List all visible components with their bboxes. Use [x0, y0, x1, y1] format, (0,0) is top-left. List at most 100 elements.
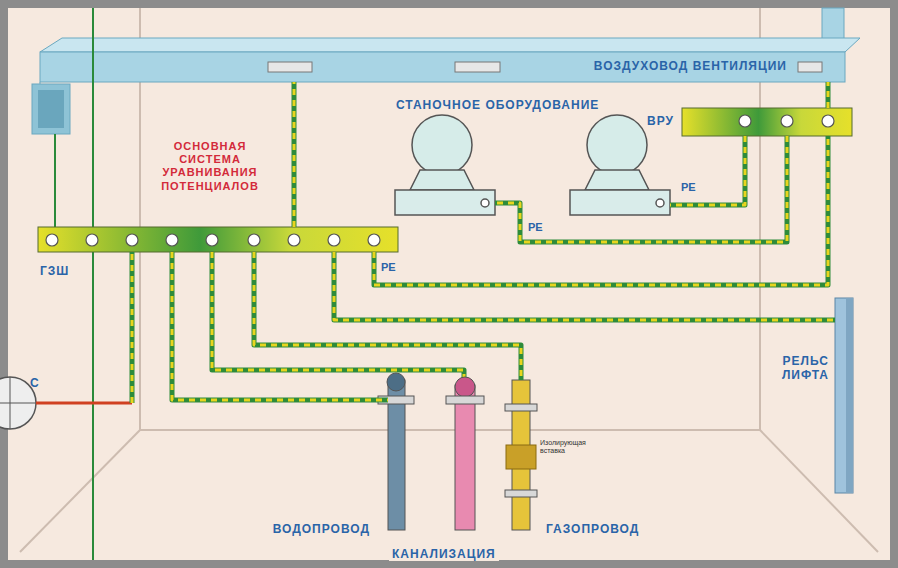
art-rect — [505, 490, 537, 497]
wire-stripe — [827, 82, 830, 108]
room-lines — [20, 8, 878, 552]
art-line — [140, 429, 760, 431]
wire-stripe — [374, 136, 828, 285]
art-rect — [446, 396, 484, 404]
art-circle — [288, 234, 300, 246]
art-circle — [587, 115, 647, 175]
pipe-wire — [212, 252, 464, 388]
ground-wire — [131, 252, 134, 403]
art-circle — [46, 234, 58, 246]
water-pipe: ВОДОПРОВОД — [388, 380, 405, 530]
wire-core — [172, 252, 388, 400]
machine-drawing — [395, 115, 670, 215]
pe-conductor — [254, 252, 521, 380]
art-circle — [368, 234, 380, 246]
art-polygon — [585, 170, 649, 190]
art-polygon — [40, 38, 860, 52]
system-title: ОСНОВНАЯ СИСТЕМА УРАВНИВАНИЯ ПОТЕНЦИАЛОВ — [145, 140, 275, 193]
green-line — [54, 134, 56, 227]
wire-stripe — [495, 136, 787, 242]
node-label: ВРУ — [647, 114, 674, 128]
art-line — [40, 82, 41, 84]
insert-note: Изолирующая вставка — [540, 439, 610, 456]
wire-stripe — [334, 252, 835, 320]
art-rect — [32, 84, 70, 134]
art-line — [10, 377, 11, 429]
main-earthing-bar: ГЗШ — [38, 227, 398, 252]
edge-label: PE — [680, 181, 697, 194]
art-rect — [378, 396, 414, 404]
art-rect — [682, 108, 852, 136]
pe-conductor — [294, 82, 295, 227]
art-circle — [739, 115, 751, 127]
art-rect — [38, 90, 64, 128]
node-label: ГАЗОПРОВОД — [546, 522, 639, 536]
wire-stripe — [172, 252, 388, 400]
art-circle — [455, 377, 475, 397]
rail-drawing — [835, 298, 853, 493]
art-rect — [268, 62, 312, 72]
art-circle — [166, 234, 178, 246]
art-circle — [481, 199, 489, 207]
pe-conductor — [172, 252, 388, 400]
busbar-drawing — [38, 108, 852, 252]
machines-group: СТАНОЧНОЕ ОБОРУДОВАНИЕ — [390, 96, 680, 220]
art-circle — [781, 115, 793, 127]
pe-conductor — [828, 82, 829, 108]
wire-stripe — [670, 136, 745, 205]
duct-box: ВОЗДУХОВОД ВЕНТИЛЯЦИИ — [140, 52, 845, 82]
art-rect — [455, 385, 475, 530]
pipe-wire — [212, 252, 464, 388]
wire-core — [495, 136, 787, 242]
wire-stripe — [293, 82, 296, 227]
wire-core — [670, 136, 745, 205]
art-rect — [570, 190, 670, 215]
room-ground — [8, 8, 890, 560]
wire-stripe — [254, 252, 521, 380]
pe-conductor — [495, 136, 787, 242]
art-circle — [248, 234, 260, 246]
wire-core — [334, 252, 835, 320]
art-line — [760, 430, 878, 552]
edge-label: PE — [380, 261, 397, 274]
art-line — [0, 403, 36, 404]
pipes-drawing — [378, 373, 537, 530]
art-rect — [835, 298, 853, 493]
art-rect — [505, 404, 537, 411]
node-label: ВОДОПРОВОД — [273, 522, 370, 536]
wire-core — [374, 136, 828, 285]
node-label: ГЗШ — [40, 264, 69, 278]
ground-wire — [36, 402, 132, 405]
art-circle — [328, 234, 340, 246]
edge-label: PE — [527, 221, 544, 234]
gas-pipe: ГАЗОПРОВОД — [512, 380, 530, 530]
art-circle — [822, 115, 834, 127]
art-rect — [506, 445, 536, 469]
wire-core — [826, 82, 831, 108]
wire-core — [292, 82, 297, 227]
art-rect — [798, 62, 822, 72]
green-line — [92, 8, 94, 560]
art-circle — [86, 234, 98, 246]
sewer-label: КАНАЛИЗАЦИЯ — [389, 547, 499, 561]
wire-core — [254, 252, 521, 380]
pe-conductor — [670, 136, 745, 205]
pe-conductor — [334, 252, 835, 320]
art-polygon — [410, 170, 474, 190]
art-rect — [846, 298, 853, 493]
art-circle — [656, 199, 664, 207]
art-rect — [38, 227, 398, 252]
art-g — [46, 115, 834, 246]
art-circle — [387, 373, 405, 391]
art-circle — [412, 115, 472, 175]
pe-conductor — [374, 136, 828, 285]
art-rect — [40, 52, 845, 82]
art-circle — [206, 234, 218, 246]
node-label: ВОЗДУХОВОД ВЕНТИЛЯЦИИ — [594, 59, 787, 73]
electrode-label: С — [30, 376, 40, 390]
art-rect — [395, 190, 495, 215]
